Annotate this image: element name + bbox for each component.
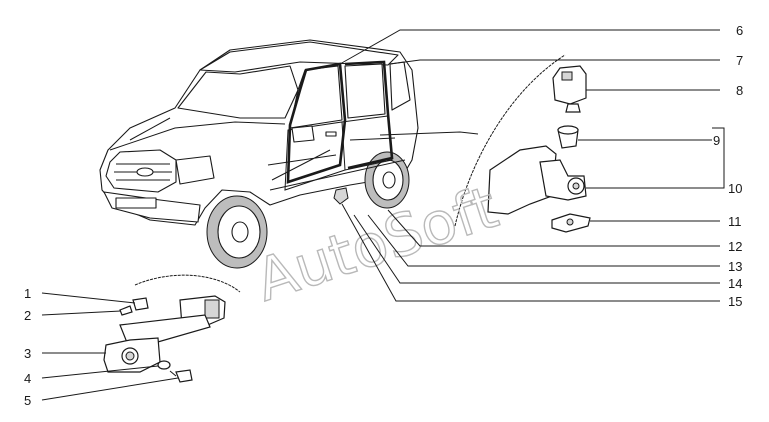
vehicle-illustration <box>99 39 419 269</box>
detail-leader-door <box>379 131 479 136</box>
callout-4: 4 <box>24 371 31 386</box>
callout-5: 5 <box>24 393 31 408</box>
leader-lines <box>41 29 725 401</box>
callout-3: 3 <box>24 346 31 361</box>
callout-2: 2 <box>24 308 31 323</box>
callout-6: 6 <box>736 23 743 38</box>
callout-12: 12 <box>728 239 742 254</box>
callout-numbers: 1 2 3 4 5 6 7 8 9 10 11 12 13 14 15 <box>24 23 743 408</box>
callout-15: 15 <box>728 294 742 309</box>
callout-11: 11 <box>728 214 742 229</box>
callout-7: 7 <box>736 53 743 68</box>
callout-1: 1 <box>24 286 31 301</box>
callout-9: 9 <box>713 133 720 148</box>
callout-14: 14 <box>728 276 742 291</box>
callout-10: 10 <box>728 181 742 196</box>
detail-arc-hinge <box>134 274 241 293</box>
door-lock-parts <box>487 65 591 233</box>
callout-8: 8 <box>736 83 743 98</box>
door-check-assembly <box>103 295 226 383</box>
detail-arc-door <box>454 54 566 227</box>
callout-13: 13 <box>728 259 742 274</box>
